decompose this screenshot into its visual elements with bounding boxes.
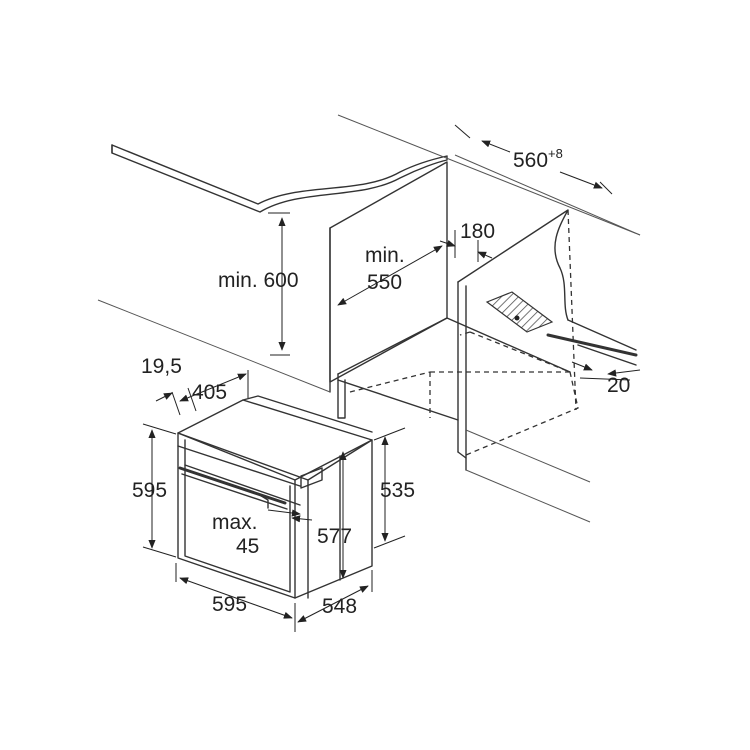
installation-niche xyxy=(97,114,641,523)
niche-right-wall xyxy=(457,209,569,321)
niche-front-gap-label: 20 xyxy=(607,374,630,397)
ventilation-opening xyxy=(485,291,554,333)
oven-depth-label: 548 xyxy=(322,595,357,618)
oven-door-angle-label-2: 45 xyxy=(236,535,259,558)
oven-total-height-label: 595 xyxy=(132,479,167,502)
oven-handle xyxy=(178,466,287,505)
oven-width-label: 595 xyxy=(212,593,247,616)
niche-dimensions: min. 600 min. 550 180 560+8 20 xyxy=(218,124,641,397)
oven-frame-depth-label: 19,5 xyxy=(141,355,182,378)
niche-vent-width-label: 180 xyxy=(460,220,495,243)
oven-body-height-label: 535 xyxy=(380,479,415,502)
oven-side xyxy=(294,439,373,599)
oven-door-angle-label-1: max. xyxy=(212,511,258,534)
oven-inner-height-label: 577 xyxy=(317,525,352,548)
worktop xyxy=(111,144,448,213)
niche-min-depth-label-2: 550 xyxy=(367,271,402,294)
niche-width-label: 560+8 xyxy=(513,146,563,172)
niche-min-depth-label-1: min. xyxy=(365,244,405,267)
oven-inner-width-label: 405 xyxy=(192,381,227,404)
oven-dimensions: 19,5 405 595 535 577 max. 45 595 548 xyxy=(132,355,415,632)
niche-width-tolerance: +8 xyxy=(548,146,563,161)
niche-min-height-label: min. 600 xyxy=(218,269,299,292)
niche-width-value: 560 xyxy=(513,149,548,172)
